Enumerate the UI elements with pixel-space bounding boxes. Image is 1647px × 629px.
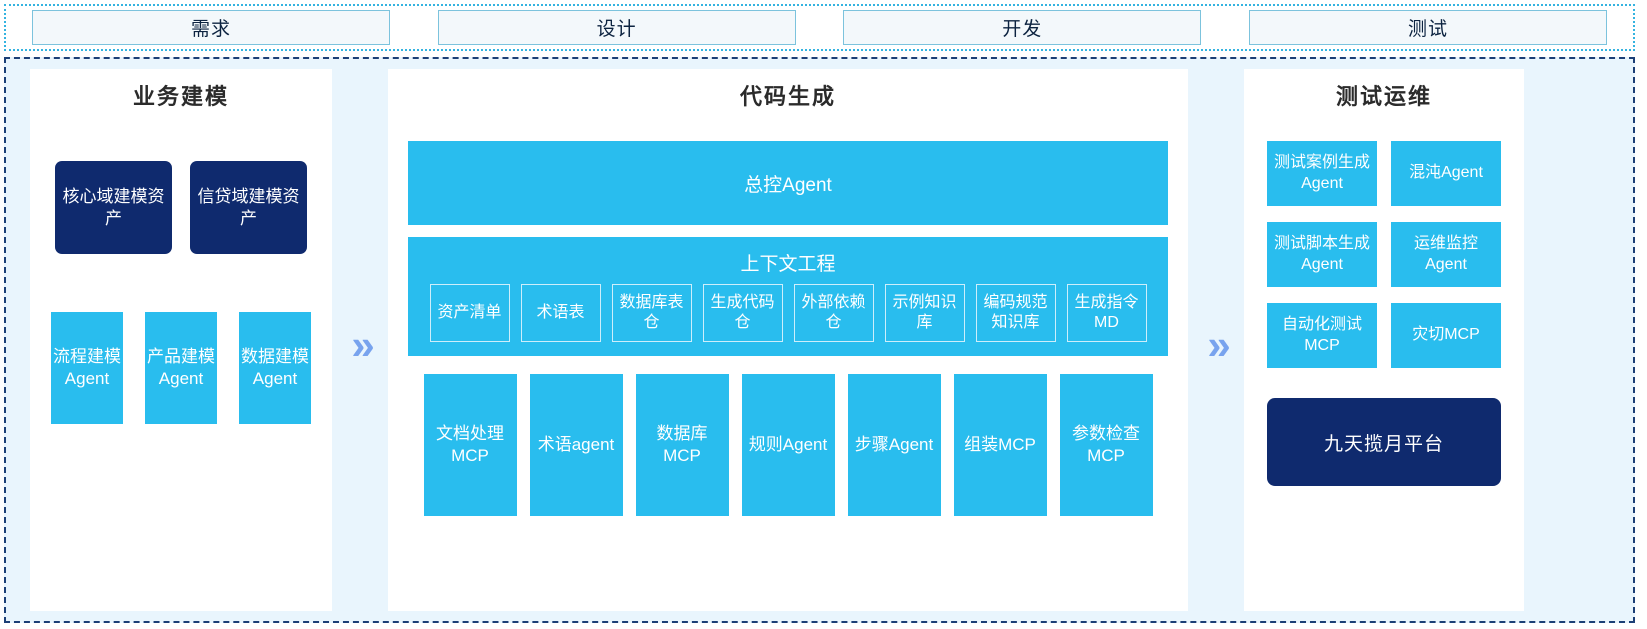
ops-card-label: 混沌Agent — [1409, 164, 1483, 182]
asset-card-credit-domain[interactable]: 信贷域建模资产 — [190, 161, 307, 254]
asset-card-label: 核心域建模资产 — [62, 186, 165, 228]
context-engineering-block: 上下文工程 资产清单 术语表 数据库表仓 生成代码仓 外部依赖仓 示 — [408, 237, 1168, 356]
context-engineering-title: 上下文工程 — [740, 254, 836, 275]
context-item-generation-instruction-md[interactable]: 生成指令MD — [1066, 284, 1147, 342]
phase-tab-label: 需求 — [190, 19, 231, 40]
platform-card-jiutian-lanyue[interactable]: 九天揽月平台 — [1267, 398, 1501, 486]
context-item-example-knowledge-base[interactable]: 示例知识库 — [884, 284, 965, 342]
panel-test-operations: 测试运维 测试案例生成Agent 混沌Agent 测试脚本生成Agent 运维监… — [1244, 69, 1524, 611]
tool-card-parameter-check-mcp[interactable]: 参数检查MCP — [1059, 374, 1153, 516]
context-item-label: 示例知识库 — [892, 294, 957, 331]
agent-card-label: 数据建模Agent — [241, 346, 309, 388]
context-item-label: 术语表 — [536, 304, 585, 322]
tool-card-label: 数据库MCP — [656, 423, 708, 465]
business-agent-row: 流程建模Agent 产品建模Agent 数据建模Agent — [51, 312, 311, 424]
tool-card-database-mcp[interactable]: 数据库MCP — [635, 374, 729, 516]
context-item-coding-standard-knowledge-base[interactable]: 编码规范知识库 — [975, 284, 1056, 342]
phase-tab-development[interactable]: 开发 — [843, 10, 1202, 45]
tool-card-label: 规则Agent — [748, 434, 828, 454]
tool-card-label: 文档处理MCP — [436, 423, 504, 465]
agent-card-data-modeling[interactable]: 数据建模Agent — [239, 312, 311, 424]
agent-card-label: 产品建模Agent — [147, 346, 215, 388]
context-item-label: 外部依赖仓 — [801, 294, 866, 331]
phase-tab-design[interactable]: 设计 — [437, 10, 796, 45]
panel-business-modeling: 业务建模 核心域建模资产 信贷域建模资产 流程建模Agent 产品建模Agent… — [30, 69, 332, 611]
agent-card-product-modeling[interactable]: 产品建模Agent — [145, 312, 217, 424]
chevron-right-icon: » — [1207, 321, 1230, 368]
agent-card-process-modeling[interactable]: 流程建模Agent — [51, 312, 123, 424]
context-item-label: 编码规范知识库 — [983, 294, 1048, 331]
context-item-label: 资产清单 — [437, 304, 502, 322]
platform-card-label: 九天揽月平台 — [1323, 433, 1444, 455]
ops-card-automated-test-mcp[interactable]: 自动化测试MCP — [1267, 303, 1377, 368]
ops-card-label: 测试脚本生成Agent — [1273, 235, 1370, 273]
phase-tab-label: 开发 — [1002, 19, 1043, 40]
ops-card-label: 自动化测试MCP — [1281, 316, 1362, 354]
panel-title-business-modeling: 业务建模 — [132, 84, 229, 109]
panel-title-code-generation: 代码生成 — [739, 84, 836, 109]
phase-tab-label: 测试 — [1407, 19, 1448, 40]
agent-card-label: 流程建模Agent — [53, 346, 121, 388]
tool-card-label: 参数检查MCP — [1072, 423, 1140, 465]
ops-card-test-case-generation-agent[interactable]: 测试案例生成Agent — [1267, 141, 1377, 206]
ops-card-label: 测试案例生成Agent — [1273, 154, 1370, 192]
phase-tab-testing[interactable]: 测试 — [1248, 10, 1607, 45]
tool-card-glossary-agent[interactable]: 术语agent — [529, 374, 623, 516]
ops-card-test-script-generation-agent[interactable]: 测试脚本生成Agent — [1267, 222, 1377, 287]
context-item-row: 资产清单 术语表 数据库表仓 生成代码仓 外部依赖仓 示例知识库 — [429, 284, 1147, 342]
ops-card-operations-monitoring-agent[interactable]: 运维监控Agent — [1391, 222, 1501, 287]
asset-card-label: 信贷域建模资产 — [197, 186, 300, 228]
tool-card-document-processing-mcp[interactable]: 文档处理MCP — [423, 374, 517, 516]
tool-card-step-agent[interactable]: 步骤Agent — [847, 374, 941, 516]
context-item-label: 数据库表仓 — [619, 294, 684, 331]
ops-card-label: 运维监控Agent — [1413, 235, 1478, 273]
panel-code-generation: 代码生成 总控Agent 上下文工程 资产清单 术语表 数据库表仓 生成代码仓 — [388, 69, 1188, 611]
tool-card-rule-agent[interactable]: 规则Agent — [741, 374, 835, 516]
testops-card-grid: 测试案例生成Agent 混沌Agent 测试脚本生成Agent 运维监控Agen… — [1267, 141, 1501, 368]
panel-title-test-operations: 测试运维 — [1335, 84, 1432, 109]
phase-tab-label: 设计 — [596, 19, 637, 40]
context-item-label: 生成代码仓 — [710, 294, 775, 331]
chevron-right-icon: » — [351, 321, 374, 368]
phase-tab-requirements[interactable]: 需求 — [32, 10, 390, 45]
business-asset-row: 核心域建模资产 信贷域建模资产 — [55, 161, 307, 254]
architecture-diagram: 业务建模 核心域建模资产 信贷域建模资产 流程建模Agent 产品建模Agent… — [4, 57, 1635, 623]
tool-card-label: 术语agent — [537, 434, 615, 454]
context-item-glossary[interactable]: 术语表 — [520, 284, 601, 342]
supervisor-agent-bar[interactable]: 总控Agent — [408, 141, 1168, 225]
phase-strip: 需求 设计 开发 测试 — [4, 4, 1635, 51]
ops-card-disaster-switch-mcp[interactable]: 灾切MCP — [1391, 303, 1501, 368]
context-item-generated-code-repo[interactable]: 生成代码仓 — [702, 284, 783, 342]
context-item-asset-list[interactable]: 资产清单 — [429, 284, 510, 342]
ops-card-chaos-agent[interactable]: 混沌Agent — [1391, 141, 1501, 206]
context-item-external-dependency-repo[interactable]: 外部依赖仓 — [793, 284, 874, 342]
ops-card-label: 灾切MCP — [1412, 326, 1480, 344]
tool-card-label: 组装MCP — [964, 434, 1036, 454]
codegen-tool-row: 文档处理MCP 术语agent 数据库MCP 规则Agent 步骤Agent 组… — [423, 374, 1153, 516]
tool-card-assembly-mcp[interactable]: 组装MCP — [953, 374, 1047, 516]
asset-card-core-domain[interactable]: 核心域建模资产 — [55, 161, 172, 254]
context-item-label: 生成指令MD — [1074, 294, 1139, 331]
context-item-db-table-repo[interactable]: 数据库表仓 — [611, 284, 692, 342]
supervisor-agent-label: 总控Agent — [744, 174, 832, 196]
tool-card-label: 步骤Agent — [854, 434, 934, 454]
